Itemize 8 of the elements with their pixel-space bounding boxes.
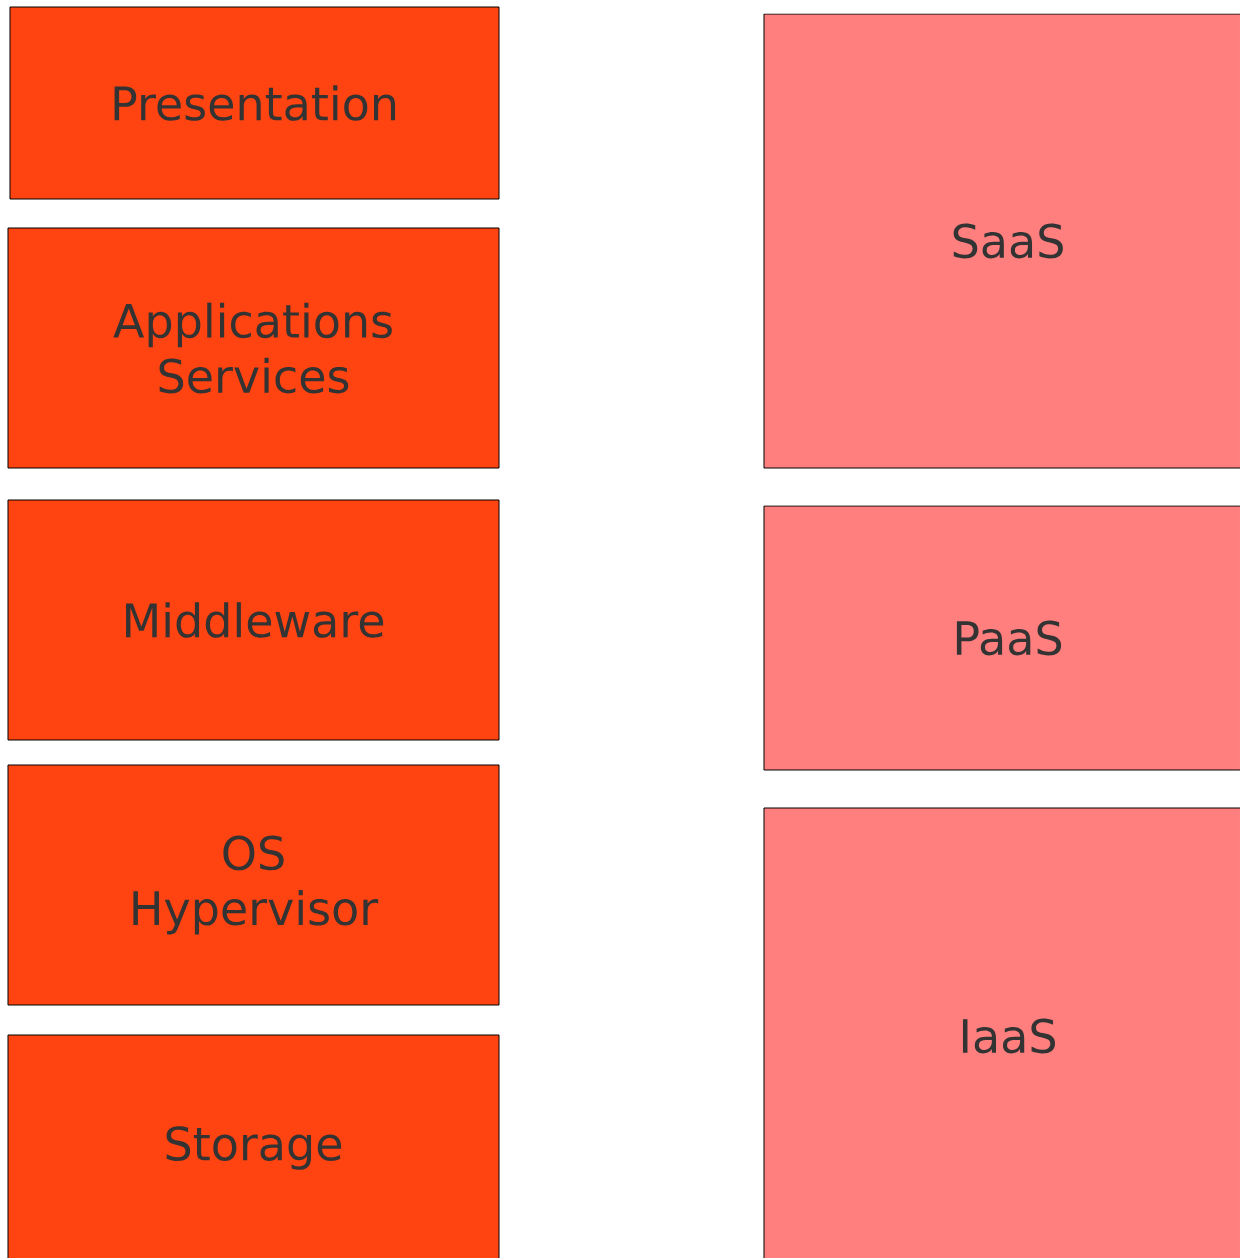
layer-box: Storage <box>7 1034 500 1258</box>
service-box: SaaS <box>763 13 1240 469</box>
layer-box: OS Hypervisor <box>7 764 500 1006</box>
layer-box: Presentation <box>9 6 500 200</box>
layer-box: Applications Services <box>7 227 500 469</box>
service-box: IaaS <box>763 807 1240 1258</box>
service-box: PaaS <box>763 505 1240 771</box>
layer-box: Middleware <box>7 499 500 741</box>
